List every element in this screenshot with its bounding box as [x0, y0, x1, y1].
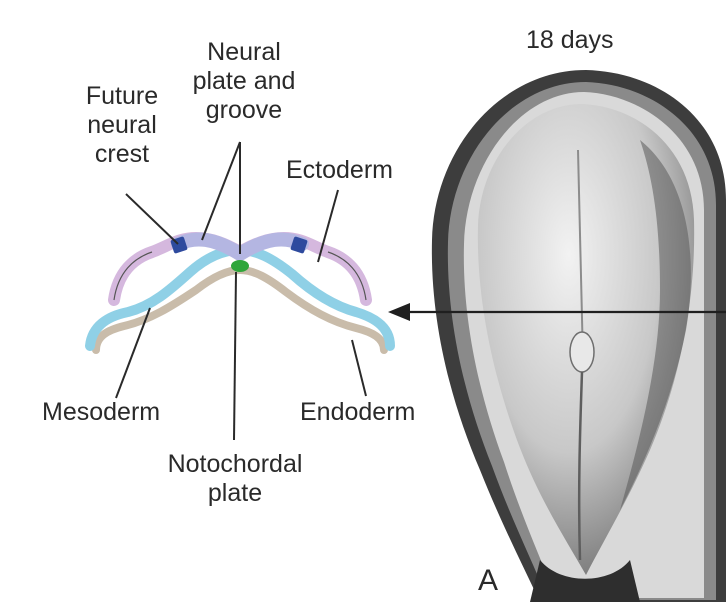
label-ectoderm: Ectoderm	[286, 156, 393, 184]
label-endoderm: Endoderm	[300, 398, 416, 426]
leader-endoderm	[351, 339, 367, 397]
leader-mesoderm	[115, 307, 151, 399]
label-future-neural-crest: Future neural crest	[85, 82, 159, 168]
label-neural-plate-and-groove: Neural plate and groove	[192, 38, 296, 124]
section-plane-arrow	[388, 303, 726, 321]
panel-letter: A	[478, 564, 499, 597]
notochordal-plate	[231, 260, 249, 272]
label-mesoderm: Mesoderm	[42, 398, 161, 426]
label-notochordal-plate: Notochordal plate	[167, 450, 303, 507]
neural-crest-right	[290, 236, 308, 254]
embryo-dorsal-view	[431, 70, 726, 602]
leader-ectoderm	[317, 189, 339, 263]
leader-neural-crest	[125, 193, 179, 245]
leader-neural-plate-left	[201, 141, 241, 241]
leader-lines	[115, 141, 367, 441]
leader-notochordal-plate	[233, 271, 237, 441]
label-age: 18 days	[526, 26, 614, 54]
